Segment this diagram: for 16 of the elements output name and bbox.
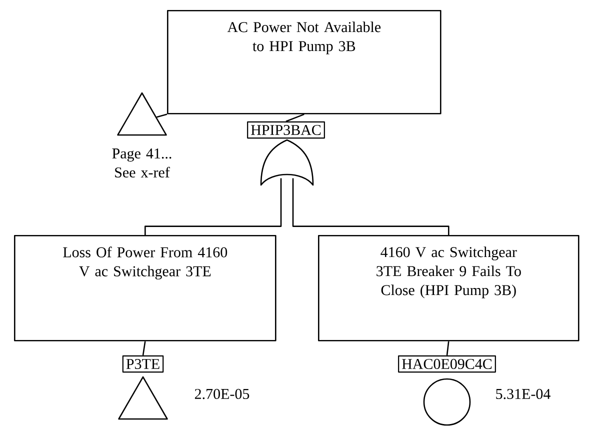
event-box: 4160 V ac Switchgear 3TE Breaker 9 Fails To Close (HPI Pump 3B) xyxy=(318,235,580,342)
event-note: Page 41... See x-ref xyxy=(112,148,172,178)
or-gate xyxy=(260,139,314,186)
connector-line xyxy=(292,178,450,235)
connector-line xyxy=(156,114,168,118)
event-id-box: P3TE xyxy=(122,355,164,373)
event-note: 5.31E-04 xyxy=(496,388,550,400)
event-note: 2.70E-05 xyxy=(194,388,250,400)
event-box: AC Power Not Available to HPI Pump 3B xyxy=(167,10,442,114)
event-id-box: HAC0E09C4C xyxy=(398,355,496,373)
event-id-box: HPIP3BAC xyxy=(247,121,325,139)
connector-line xyxy=(144,178,282,235)
connector-line xyxy=(142,341,146,356)
connector-line xyxy=(286,114,304,122)
event-box: Loss Of Power From 4160 V ac Switchgear 3TE xyxy=(14,235,276,342)
connector-line xyxy=(446,341,450,356)
